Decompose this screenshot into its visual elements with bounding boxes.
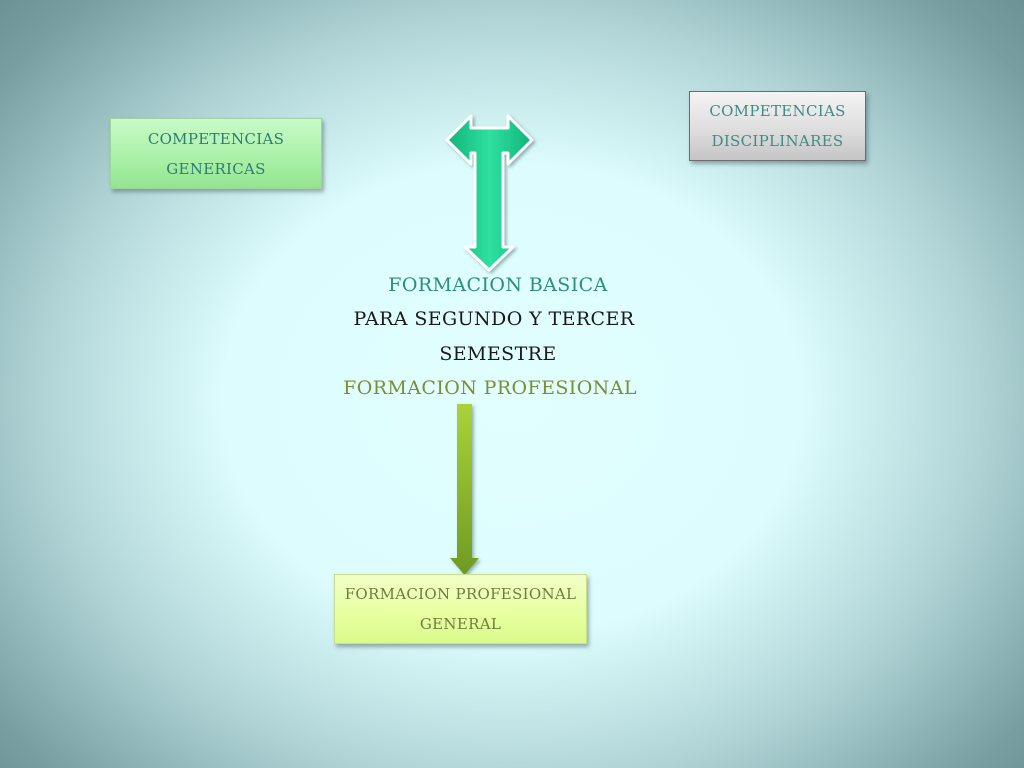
box-label-line1: FORMACION PROFESIONAL (344, 585, 577, 603)
para-segundo-tercer-label: PARA SEGUNDO Y TERCER (353, 308, 635, 330)
box-label-line2: GENERICAS (166, 159, 266, 178)
box-label-line1: COMPETENCIAS (709, 102, 846, 120)
box-label-line1: COMPETENCIAS (147, 129, 285, 148)
formacion-profesional-general-box: FORMACION PROFESIONAL GENERAL (334, 574, 587, 644)
formacion-basica-label: FORMACION BASICA (388, 274, 608, 296)
semestre-label: SEMESTRE (439, 343, 557, 365)
box-label-line2: DISCIPLINARES (711, 132, 844, 150)
t-shaped-three-way-arrow-icon (445, 114, 534, 272)
formacion-profesional-label: FORMACION PROFESIONAL (343, 377, 637, 399)
box-label-line2: GENERAL (419, 615, 502, 633)
competencias-genericas-box: COMPETENCIAS GENERICAS (110, 118, 322, 189)
down-arrow-icon (450, 404, 479, 575)
competencias-disciplinares-box: COMPETENCIAS DISCIPLINARES (689, 91, 866, 161)
